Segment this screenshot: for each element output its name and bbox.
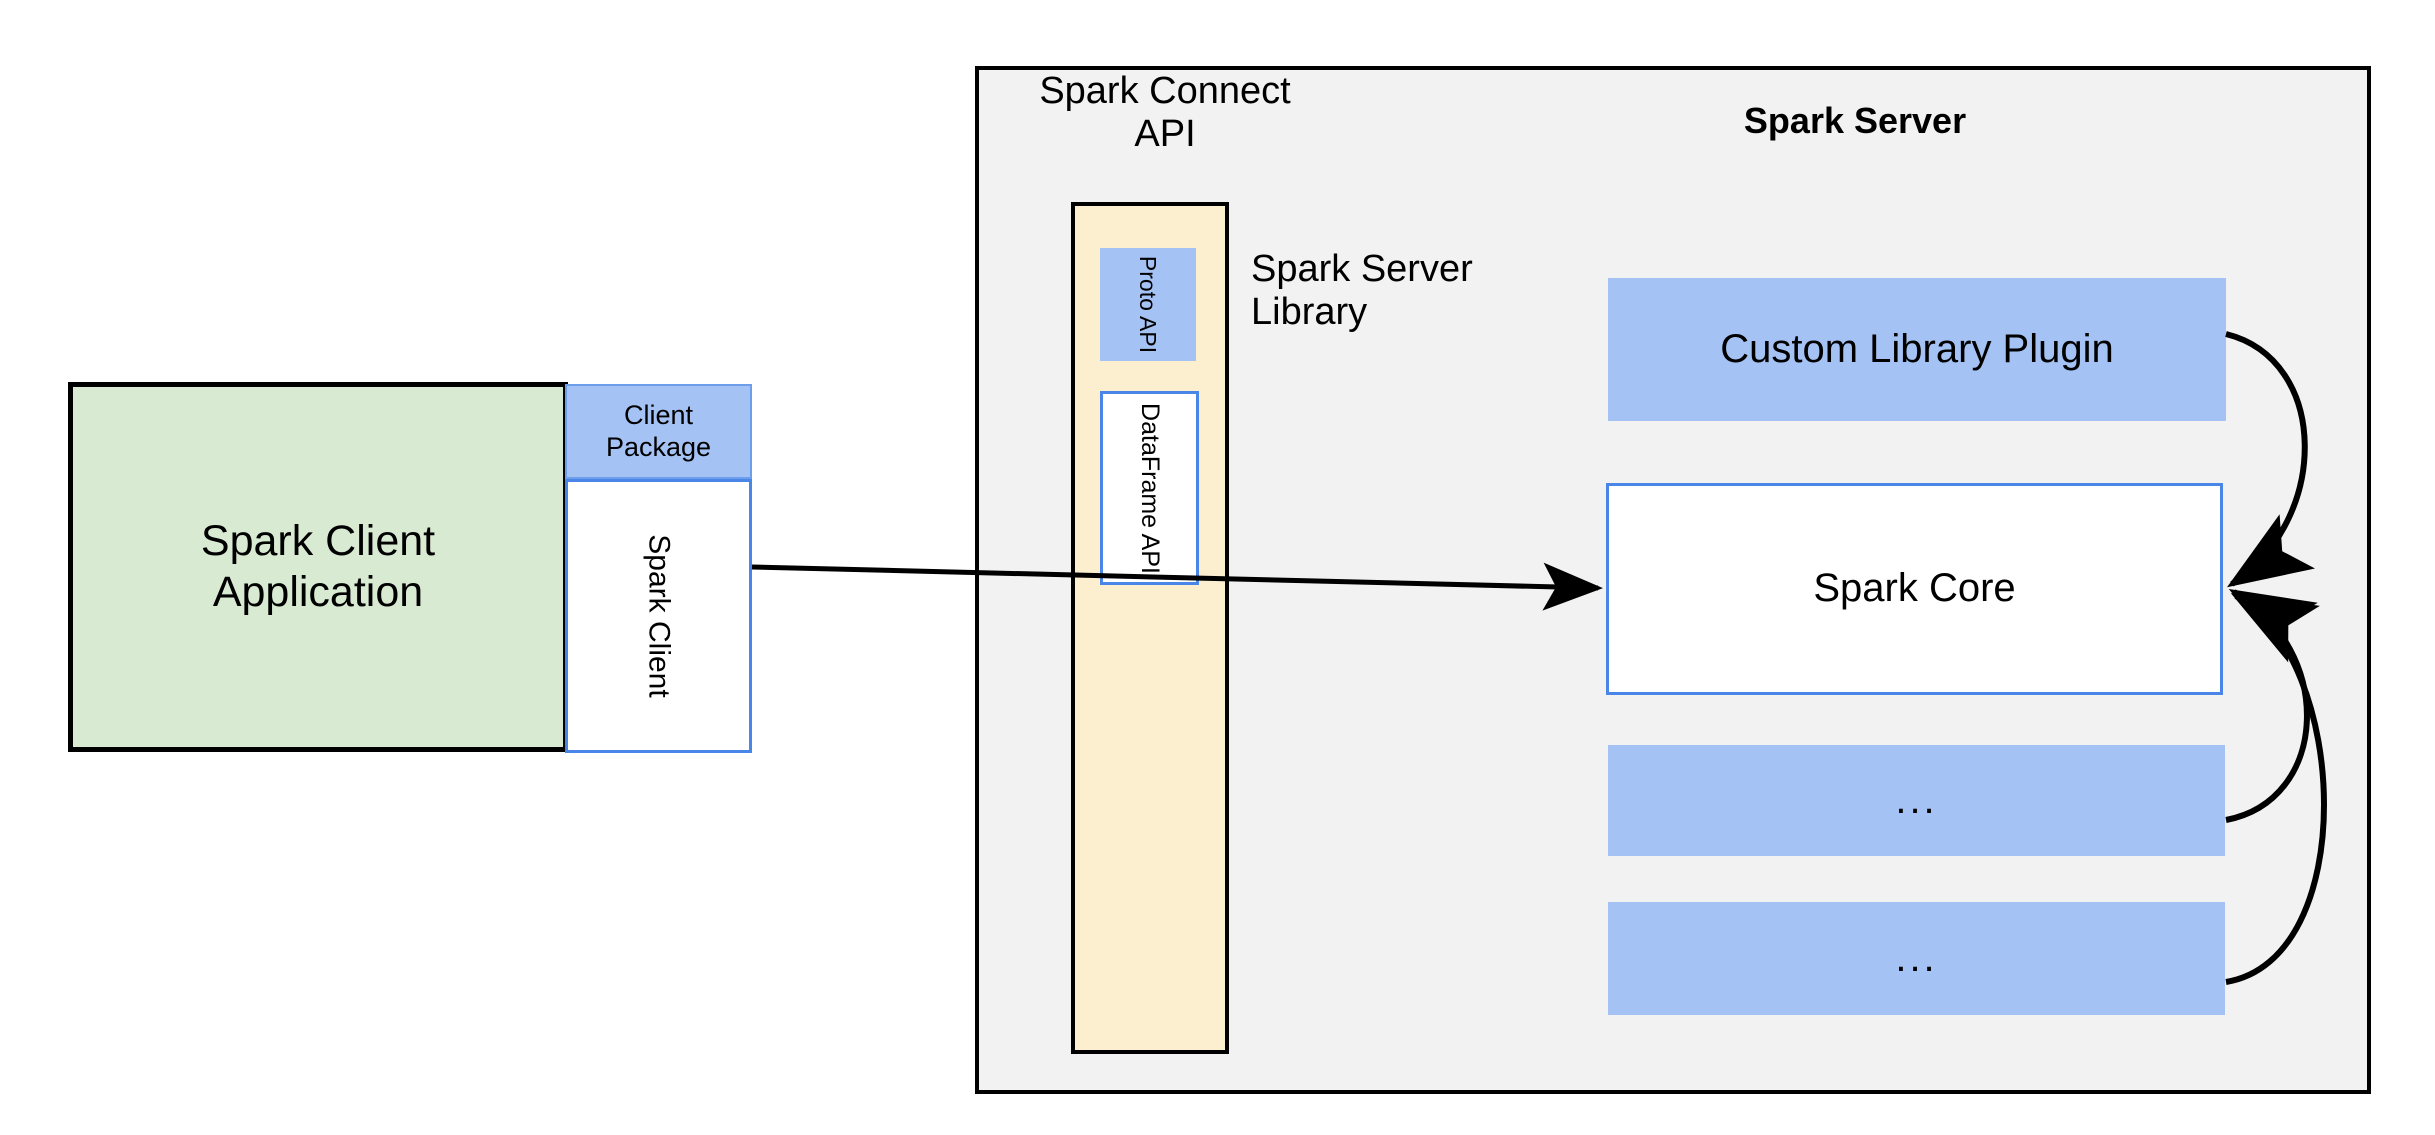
spark-server-title: Spark Server <box>1743 100 1967 141</box>
spark-core-box[interactable]: Spark Core <box>1606 483 2223 695</box>
proto-api-label: Proto API <box>1135 255 1162 354</box>
ellipsis-box-1[interactable]: ... <box>1608 745 2225 856</box>
spark-client-box[interactable]: Spark Client <box>565 479 752 753</box>
spark-client-application-box[interactable]: Spark Client Application <box>68 382 568 752</box>
client-package-box[interactable]: Client Package <box>565 384 752 479</box>
proto-api-box[interactable]: Proto API <box>1100 248 1196 361</box>
spark-client-label: Spark Client <box>642 534 676 698</box>
ellipsis-box-2[interactable]: ... <box>1608 902 2225 1015</box>
dataframe-api-box[interactable]: DataFrame API <box>1100 391 1199 585</box>
custom-library-plugin-box[interactable]: Custom Library Plugin <box>1608 278 2226 421</box>
spark-server-library-label: Spark Server Library <box>1251 248 1473 333</box>
dataframe-api-label: DataFrame API <box>1136 402 1164 574</box>
spark-connect-api-label: Spark Connect API <box>1039 70 1291 155</box>
